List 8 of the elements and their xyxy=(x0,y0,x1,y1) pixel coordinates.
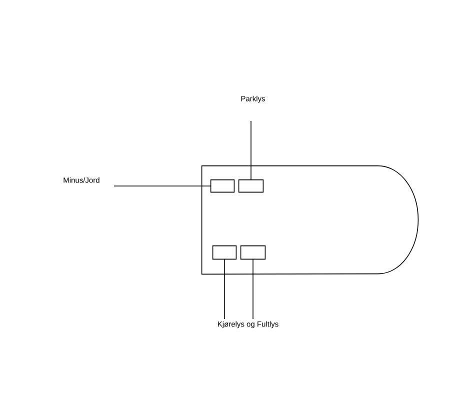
leader-line xyxy=(224,258,225,320)
terminal-pin xyxy=(240,245,266,260)
leader-line xyxy=(250,120,252,180)
terminal-pin xyxy=(238,179,264,193)
terminal-pin xyxy=(210,179,235,193)
leader-line xyxy=(252,258,254,320)
terminal-pin xyxy=(212,245,237,260)
plug-body xyxy=(201,165,419,275)
